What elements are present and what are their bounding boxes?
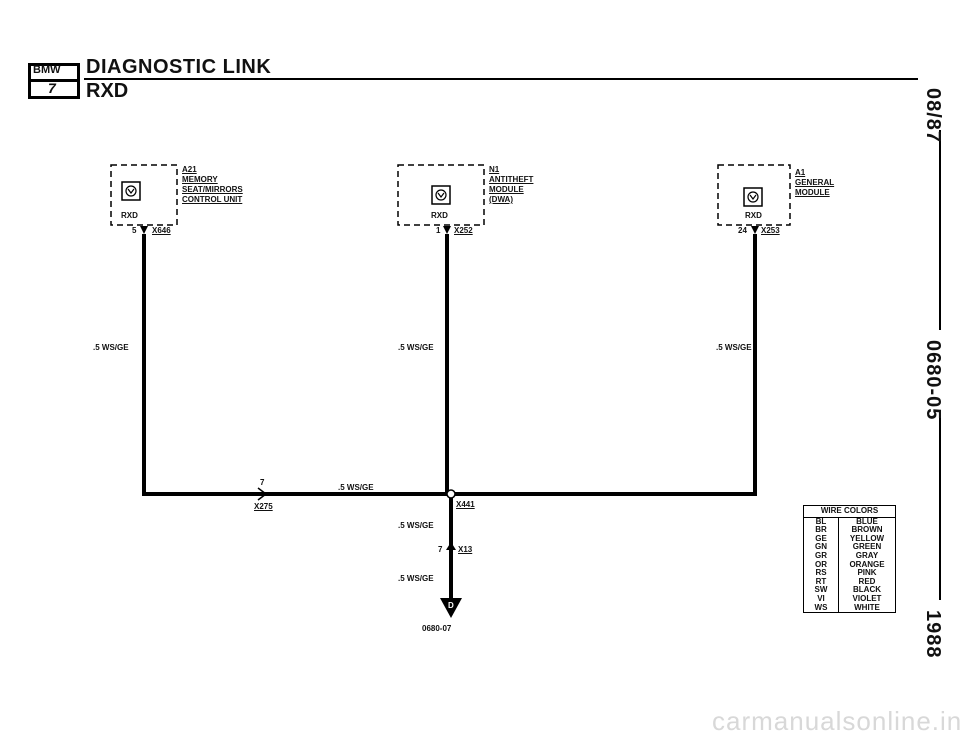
color-code: BL bbox=[804, 517, 839, 527]
page-title: DIAGNOSTIC LINK bbox=[86, 56, 272, 78]
diagnostic-plug bbox=[440, 598, 462, 618]
component-box-n1 bbox=[397, 164, 485, 226]
color-code: RS bbox=[804, 569, 839, 578]
page-subtitle: RXD bbox=[86, 80, 129, 102]
module-icon bbox=[431, 185, 451, 205]
color-code: BR bbox=[804, 526, 839, 535]
color-code: GR bbox=[804, 551, 839, 561]
connector-x441: X441 bbox=[456, 500, 475, 509]
watermark: carmanualsonline.info bbox=[712, 706, 960, 736]
component-n1-label: N1 ANTITHEFT MODULE (DWA) bbox=[489, 165, 534, 204]
color-name: GRAY bbox=[855, 550, 879, 560]
color-code: GN bbox=[804, 543, 839, 552]
connector-x646-mark bbox=[140, 226, 148, 234]
pin-number: 1 bbox=[436, 226, 441, 235]
connector-x275-mark bbox=[257, 487, 268, 501]
connector-x252: X252 bbox=[454, 226, 473, 235]
legend-row: WS WHITE bbox=[804, 602, 895, 613]
connector-x275: X275 bbox=[254, 502, 273, 511]
diagnostic-plug-label: D bbox=[448, 601, 454, 610]
color-name: YELLOW bbox=[849, 533, 885, 543]
legend-row: GN GREEN bbox=[804, 543, 895, 552]
color-name: VIOLET bbox=[852, 593, 882, 603]
pin-label-rxd: RXD bbox=[121, 211, 138, 220]
legend-row: RS PINK bbox=[804, 569, 895, 578]
side-year: 1988 bbox=[922, 610, 944, 659]
legend-row: GR GRAY bbox=[804, 550, 895, 561]
pin-number: 5 bbox=[132, 226, 137, 235]
legend-title: WIRE COLORS bbox=[804, 506, 895, 518]
color-name: WHITE bbox=[854, 602, 880, 612]
connector-x13: X13 bbox=[458, 545, 473, 554]
connector-x13-mark bbox=[446, 542, 456, 550]
color-name: BLUE bbox=[856, 516, 878, 526]
component-a1-label: A1 GENERAL MODULE bbox=[795, 168, 835, 197]
pin-label-rxd: RXD bbox=[745, 211, 762, 220]
wire-label-middle: .5 WS/GE bbox=[398, 343, 434, 352]
pin-number: 24 bbox=[738, 226, 747, 235]
component-box-a1 bbox=[717, 164, 791, 226]
connector-x253: X253 bbox=[761, 226, 780, 235]
color-name: ORANGE bbox=[849, 559, 885, 569]
color-name: BROWN bbox=[851, 525, 883, 535]
splice-x441 bbox=[446, 489, 456, 499]
series-logo-text: 7 bbox=[48, 80, 56, 96]
wire-label-left: .5 WS/GE bbox=[93, 343, 129, 352]
figure-id: 0680-07 bbox=[422, 624, 452, 633]
legend-row: GE YELLOW bbox=[804, 533, 895, 544]
wire-colors-legend: WIRE COLORS BL BLUE BR BROWN GE YELLOW GN GREEN… bbox=[803, 505, 896, 614]
connector-x646: X646 bbox=[152, 226, 171, 235]
legend-row: VI VIOLET bbox=[804, 593, 895, 604]
color-code: GE bbox=[804, 534, 839, 544]
wire-label-lower2: .5 WS/GE bbox=[398, 574, 434, 583]
legend-row: RT RED bbox=[804, 576, 895, 587]
color-code: RT bbox=[804, 577, 839, 587]
color-code: OR bbox=[804, 560, 839, 570]
color-code: VI bbox=[804, 594, 839, 604]
pin-label-rxd: RXD bbox=[431, 211, 448, 220]
x13-pin: 7 bbox=[438, 545, 443, 554]
color-code: WS bbox=[804, 603, 839, 613]
legend-row: OR ORANGE bbox=[804, 559, 895, 570]
component-box-a21 bbox=[110, 164, 178, 226]
side-date: 08/87 bbox=[922, 88, 944, 144]
color-name: GREEN bbox=[852, 542, 882, 552]
module-icon bbox=[121, 181, 141, 201]
connector-x252-mark bbox=[443, 226, 451, 234]
legend-row: BL BLUE bbox=[804, 516, 895, 527]
x275-pin: 7 bbox=[260, 478, 265, 487]
component-a21-label: A21 MEMORY SEAT/MIRRORS CONTROL UNIT bbox=[182, 165, 243, 204]
wire-label-bus: .5 WS/GE bbox=[338, 483, 374, 492]
legend-row: SW BLACK bbox=[804, 586, 895, 595]
wire-colors-table: WIRE COLORS BL BLUE BR BROWN GE YELLOW GN GREEN… bbox=[804, 506, 895, 613]
color-name: RED bbox=[858, 576, 876, 586]
wire-label-lower1: .5 WS/GE bbox=[398, 521, 434, 530]
color-code: SW bbox=[804, 586, 839, 595]
bmw-logo-text: BMW bbox=[33, 64, 61, 76]
color-name: PINK bbox=[857, 568, 877, 578]
wire-label-right: .5 WS/GE bbox=[716, 343, 752, 352]
connector-x253-mark bbox=[751, 226, 759, 234]
module-icon bbox=[743, 187, 763, 207]
side-section: 0680-05 bbox=[922, 340, 944, 421]
color-name: BLACK bbox=[853, 585, 881, 595]
legend-row: BR BROWN bbox=[804, 526, 895, 535]
